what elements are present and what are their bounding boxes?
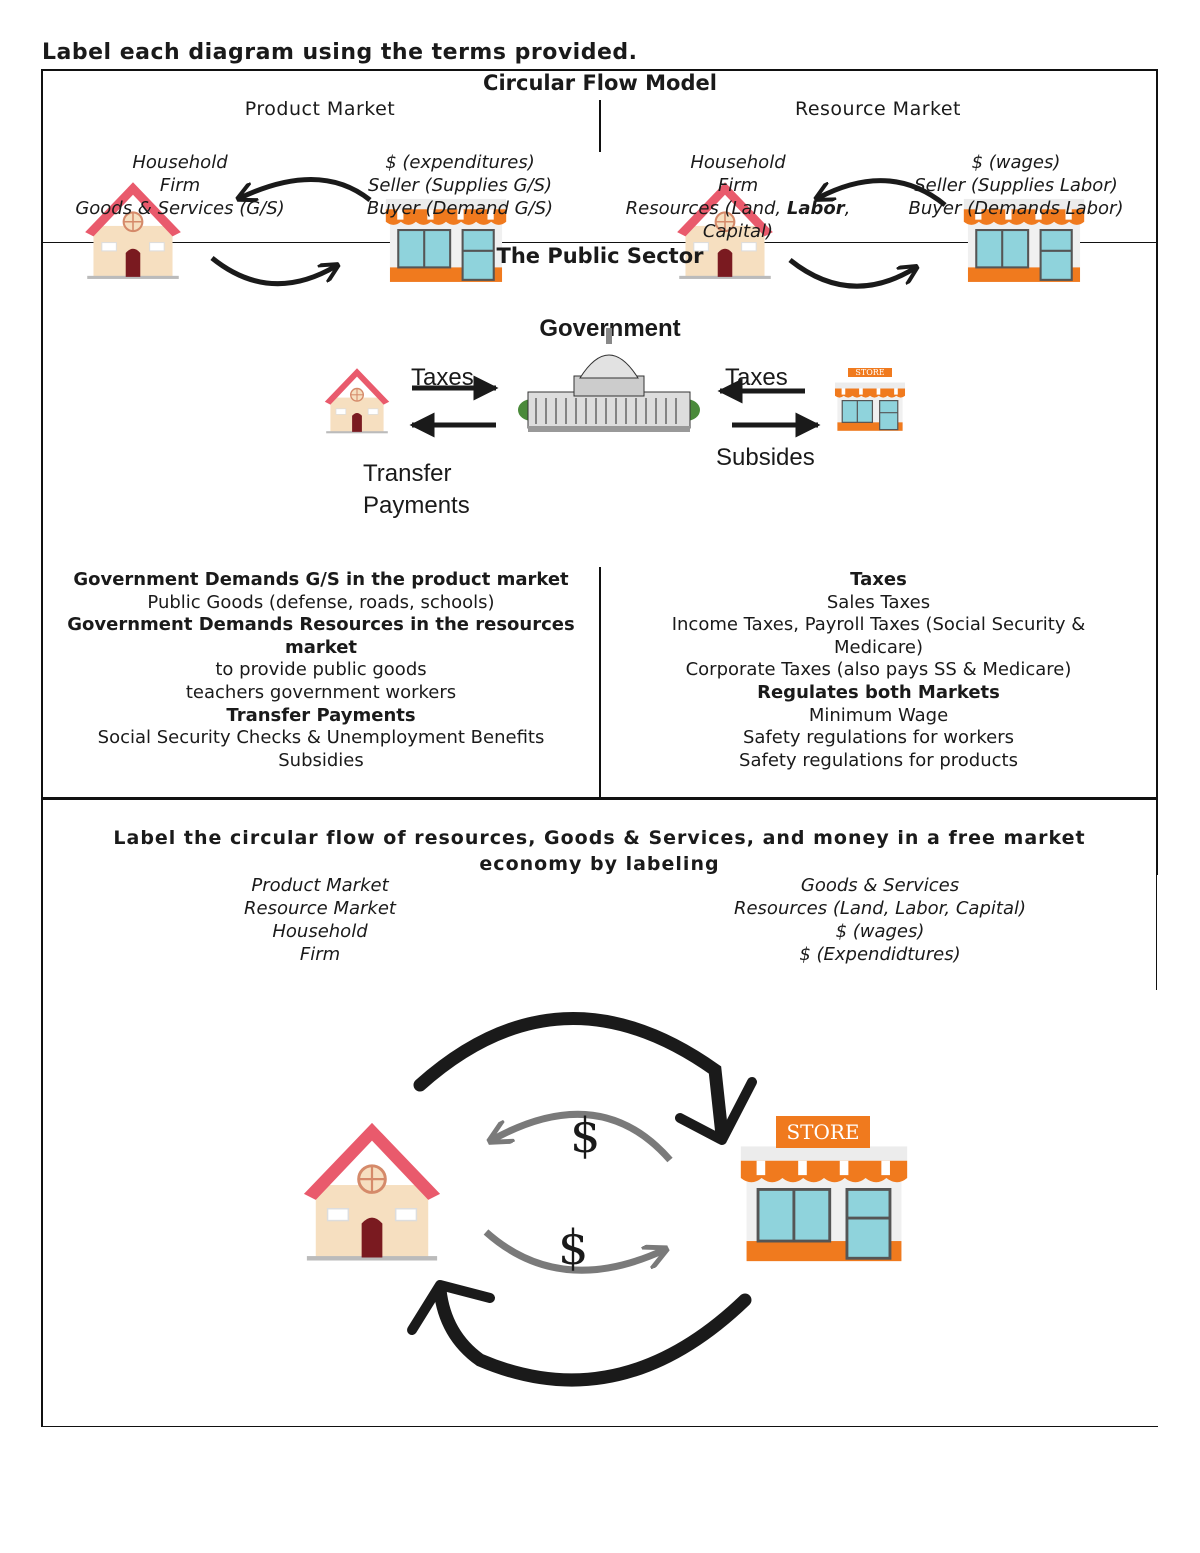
store-sign-small: STORE	[848, 368, 892, 377]
term-goods-services-fm: Goods & Services	[800, 875, 960, 896]
term-seller-gs: Seller (Supplies G/S)	[367, 175, 553, 196]
note-line: Minimum Wage	[808, 704, 949, 726]
note-line: Government Demands Resources in the reso…	[67, 614, 575, 636]
resource-left-terms: Household Firm Resources (Land, Labor, C…	[598, 151, 878, 243]
term-household-fm: Household	[272, 921, 368, 942]
government-demands-notes: Government Demands G/S in the product ma…	[43, 569, 599, 772]
term-expenditures: $ (expenditures)	[385, 152, 535, 173]
term-buyer-gs: Buyer (Demand G/S)	[366, 198, 554, 219]
frame-right-upper	[1156, 69, 1158, 875]
term-household-r: Household	[690, 152, 786, 173]
store-sign-large: STORE	[776, 1116, 870, 1148]
divider-notes-split	[599, 567, 601, 797]
term-resources-fm: Resources (Land, Labor, Capital)	[733, 898, 1027, 919]
note-line: Safety regulations for products	[739, 749, 1018, 771]
note-line: Transfer Payments	[226, 704, 416, 726]
dollar-sign-top: $	[570, 1108, 601, 1164]
store-icon-public: STORE	[826, 368, 914, 433]
product-right-terms: $ (expenditures) Seller (Supplies G/S) B…	[340, 151, 580, 220]
term-capital: Capital)	[702, 221, 774, 242]
divider-circular-flow	[41, 242, 1158, 243]
transfer-line2: Payments	[363, 492, 470, 519]
arrow-to-household-icon	[210, 177, 947, 289]
term-household: Household	[132, 152, 228, 173]
public-sector-arrows	[409, 375, 821, 438]
page-instruction: Label each diagram using the terms provi…	[42, 40, 638, 65]
note-line: Sales Taxes	[826, 591, 931, 613]
note-line: Subsidies	[278, 749, 364, 771]
note-line: Government Demands G/S in the product ma…	[73, 569, 569, 590]
term-resource-market: Resource Market	[244, 898, 396, 919]
free-market-left-terms: Product Market Resource Market Household…	[170, 874, 470, 966]
free-market-instruction-line2: economy by labeling	[479, 853, 720, 875]
term-firm-r: Firm	[717, 175, 759, 196]
note-line: Income Taxes, Payroll Taxes (Social Secu…	[671, 614, 1086, 636]
note-line: teachers government workers	[185, 681, 457, 703]
product-market-heading: Product Market	[244, 98, 396, 120]
term-product-market: Product Market	[251, 875, 389, 896]
divider-market-split	[599, 100, 601, 152]
term-seller-labor: Seller (Supplies Labor)	[914, 175, 1118, 196]
capitol-icon	[518, 328, 700, 432]
term-resources: Resources (Land, Labor,	[625, 198, 851, 219]
taxes-label-household: Taxes	[411, 364, 474, 391]
note-line: to provide public goods	[215, 659, 427, 681]
frame-bottom	[41, 1426, 1158, 1427]
term-expenditures-fm: $ (Expendidtures)	[799, 944, 961, 965]
note-line: Taxes	[850, 569, 907, 590]
note-line: Safety regulations for workers	[742, 727, 1015, 749]
term-firm-fm: Firm	[299, 944, 341, 965]
free-market-instruction: Label the circular flow of resources, Go…	[43, 825, 1156, 877]
note-line: Social Security Checks & Unemployment Be…	[97, 727, 545, 749]
public-sector-title: The Public Sector	[496, 244, 704, 268]
taxes-label-firm: Taxes	[725, 364, 788, 391]
transfer-payments-label: Transfer Payments	[363, 458, 470, 522]
frame-left	[41, 69, 43, 1427]
free-market-right-terms: Goods & Services Resources (Land, Labor,…	[690, 874, 1070, 966]
term-buyer-labor: Buyer (Demands Labor)	[908, 198, 1124, 219]
resource-market-heading: Resource Market	[795, 98, 961, 120]
term-firm: Firm	[159, 175, 201, 196]
note-line: Medicare)	[833, 636, 924, 658]
free-market-instruction-line1: Label the circular flow of resources, Go…	[113, 827, 1086, 849]
store-icon-large: STORE	[730, 1112, 918, 1264]
dollar-sign-bottom: $	[558, 1220, 589, 1276]
circular-flow-title: Circular Flow Model	[483, 71, 717, 95]
divider-public-sector	[41, 797, 1158, 800]
term-wages-fm: $ (wages)	[835, 921, 925, 942]
transfer-line1: Transfer	[363, 460, 452, 487]
note-line: Corporate Taxes (also pays SS & Medicare…	[685, 659, 1072, 681]
term-goods-services: Goods & Services (G/S)	[75, 198, 285, 219]
frame-right-lower	[1156, 875, 1157, 990]
note-line: market	[284, 636, 358, 658]
frame-top	[41, 69, 1158, 71]
product-left-terms: Household Firm Goods & Services (G/S)	[60, 151, 300, 220]
subsidies-label: Subsides	[716, 444, 815, 471]
term-wages: $ (wages)	[971, 152, 1061, 173]
note-line: Public Goods (defense, roads, schools)	[147, 591, 495, 613]
note-line: Regulates both Markets	[757, 681, 1000, 703]
resource-right-terms: $ (wages) Seller (Supplies Labor) Buyer …	[886, 151, 1146, 220]
house-icon-large	[302, 1121, 442, 1263]
